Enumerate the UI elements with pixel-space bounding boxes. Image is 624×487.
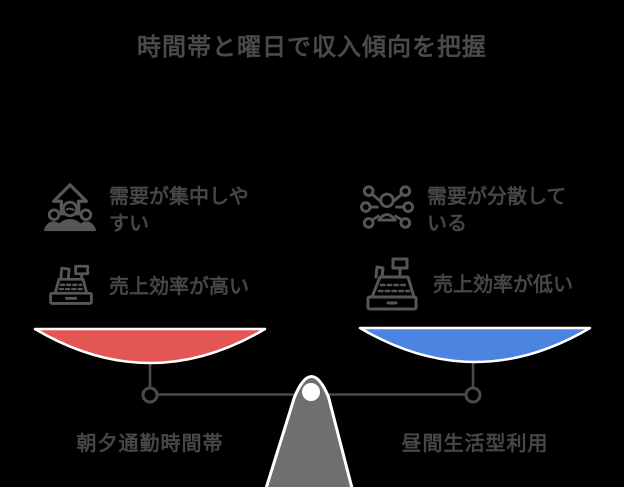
right-feature-demand: 需要が分散している <box>359 181 579 239</box>
left-pan <box>33 327 267 365</box>
feature-text: 売上効率が高い <box>109 274 249 298</box>
fulcrum-pivot-dot <box>302 383 320 401</box>
page-title: 時間帯と曜日で収入傾向を把握 <box>137 33 487 61</box>
right-beam-ring <box>464 386 482 404</box>
left-beam-ring <box>141 386 159 404</box>
left-feature-demand: 需要が集中しやすい <box>43 181 261 239</box>
left-feature-sales: 売上効率が高い <box>45 257 261 313</box>
right-pan <box>358 326 592 364</box>
fulcrum-stand <box>264 375 354 487</box>
crowd-up-icon <box>43 181 97 239</box>
cash-register-icon <box>45 257 97 313</box>
right-pan-label: 昼間生活型利用 <box>401 431 549 455</box>
person-network-icon <box>359 181 415 239</box>
feature-text: 売上効率が低い <box>433 272 573 296</box>
feature-text: 需要が分散している <box>427 184 567 235</box>
left-pan-label: 朝夕通勤時間帯 <box>76 431 224 455</box>
feature-text: 需要が集中しやすい <box>109 184 249 235</box>
right-feature-sales: 売上効率が低い <box>363 255 585 317</box>
cash-register-icon <box>363 255 421 317</box>
